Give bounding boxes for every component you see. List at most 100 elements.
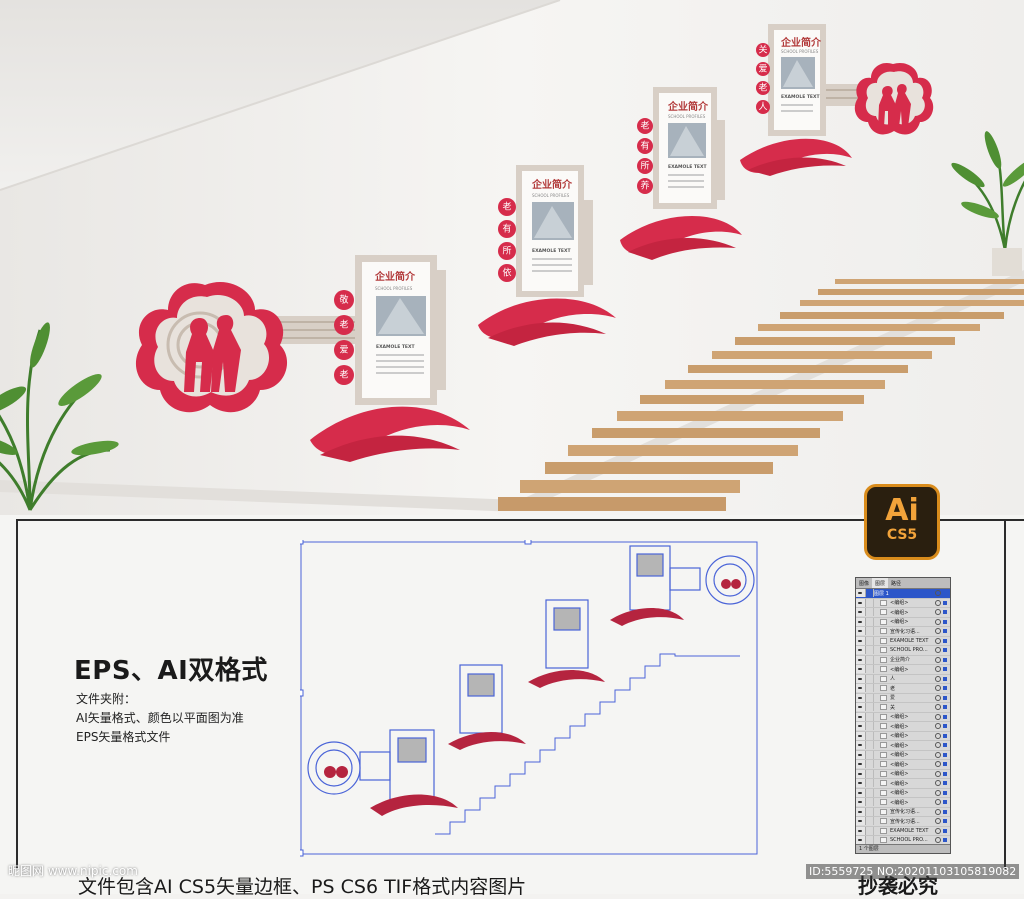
eye-icon[interactable] xyxy=(856,608,866,617)
target-icon[interactable] xyxy=(935,751,941,758)
eye-icon[interactable] xyxy=(856,836,866,845)
eye-icon[interactable] xyxy=(856,617,866,626)
layer-thumbnail xyxy=(880,742,887,749)
tab-paths[interactable]: 路径 xyxy=(891,581,902,587)
bottom-caption: 文件包含AI CS5矢量边框、PS CS6 TIF格式内容图片 xyxy=(78,876,527,898)
target-icon[interactable] xyxy=(935,647,941,654)
eye-icon[interactable] xyxy=(856,731,866,740)
layer-row[interactable]: 宣传化习语... xyxy=(856,817,950,827)
target-icon[interactable] xyxy=(935,637,941,644)
panel-3-plaque-3: 所 xyxy=(640,161,649,172)
target-icon[interactable] xyxy=(935,609,941,616)
target-icon[interactable] xyxy=(935,742,941,749)
eye-icon[interactable] xyxy=(856,627,866,636)
layer-row[interactable]: <编组> xyxy=(856,788,950,798)
target-icon[interactable] xyxy=(935,704,941,711)
target-icon[interactable] xyxy=(935,789,941,796)
layer-row[interactable]: <编组> xyxy=(856,712,950,722)
eye-icon[interactable] xyxy=(856,798,866,807)
info-line-3: EPS矢量格式文件 xyxy=(76,730,171,744)
layer-row[interactable]: 企业简介 xyxy=(856,655,950,665)
layer-thumbnail xyxy=(880,837,887,844)
eye-icon[interactable] xyxy=(856,655,866,664)
target-icon[interactable] xyxy=(935,628,941,635)
target-icon[interactable] xyxy=(935,694,941,701)
eye-icon[interactable] xyxy=(856,826,866,835)
layer-row[interactable]: <编组> xyxy=(856,798,950,808)
layer-row[interactable]: EXAMOLE TEXT xyxy=(856,636,950,646)
target-icon[interactable] xyxy=(935,713,941,720)
target-icon[interactable] xyxy=(935,599,941,606)
target-icon[interactable] xyxy=(935,761,941,768)
target-icon[interactable] xyxy=(935,732,941,739)
tab-layers[interactable]: 图层 xyxy=(872,578,889,588)
layer-row[interactable]: SCHOOL PRO... xyxy=(856,646,950,656)
target-icon[interactable] xyxy=(935,780,941,787)
target-icon[interactable] xyxy=(935,618,941,625)
eye-icon[interactable] xyxy=(856,750,866,759)
info-line-2: AI矢量格式、颜色以平面图为准 xyxy=(76,711,244,725)
layer-row[interactable]: 人 xyxy=(856,674,950,684)
eye-icon[interactable] xyxy=(856,646,866,655)
layer-row[interactable]: 爱 xyxy=(856,693,950,703)
target-icon[interactable] xyxy=(935,723,941,730)
layer-row[interactable]: <编组> xyxy=(856,608,950,618)
target-icon[interactable] xyxy=(935,799,941,806)
target-icon[interactable] xyxy=(935,827,941,834)
panel-4-plaque-1: 关 xyxy=(758,44,767,56)
eye-icon[interactable] xyxy=(856,817,866,826)
eye-icon[interactable] xyxy=(856,741,866,750)
layer-row[interactable]: <编组> xyxy=(856,731,950,741)
target-icon[interactable] xyxy=(935,837,941,844)
eye-icon[interactable] xyxy=(856,807,866,816)
eye-icon[interactable] xyxy=(856,665,866,674)
layer-row[interactable]: <编组> xyxy=(856,722,950,732)
target-icon[interactable] xyxy=(935,590,941,597)
eye-icon[interactable] xyxy=(856,722,866,731)
layer-row-top[interactable]: 图层 1 xyxy=(856,589,950,599)
panel-1-subtitle: SCHOOL PROFILES xyxy=(375,286,413,291)
layer-row[interactable]: EXAMOLE TEXT xyxy=(856,826,950,836)
target-icon[interactable] xyxy=(935,685,941,692)
layer-row[interactable]: <编组> xyxy=(856,750,950,760)
layer-row[interactable]: 老 xyxy=(856,684,950,694)
layer-row[interactable]: <编组> xyxy=(856,617,950,627)
eye-icon[interactable] xyxy=(856,703,866,712)
target-icon[interactable] xyxy=(935,656,941,663)
layer-label: 老 xyxy=(890,685,896,692)
layer-label: <编组> xyxy=(890,771,909,778)
eye-icon[interactable] xyxy=(856,589,866,598)
layers-panel[interactable]: 图像 图层 路径 图层 1 <编组><编组><编组>宣传化习语...EXAMOL… xyxy=(855,577,951,854)
eye-icon[interactable] xyxy=(856,760,866,769)
layer-thumbnail xyxy=(880,666,887,673)
layer-thumbnail xyxy=(880,599,887,606)
layer-label: 宣传化习语... xyxy=(890,809,920,816)
layer-row[interactable]: 关 xyxy=(856,703,950,713)
layer-row[interactable]: 宣传化习语... xyxy=(856,807,950,817)
eye-icon[interactable] xyxy=(856,769,866,778)
eye-icon[interactable] xyxy=(856,788,866,797)
eye-icon[interactable] xyxy=(856,674,866,683)
eye-icon[interactable] xyxy=(856,693,866,702)
target-icon[interactable] xyxy=(935,675,941,682)
layer-row[interactable]: <编组> xyxy=(856,779,950,789)
eye-icon[interactable] xyxy=(856,779,866,788)
target-icon[interactable] xyxy=(935,818,941,825)
layer-row[interactable]: <编组> xyxy=(856,741,950,751)
target-icon[interactable] xyxy=(935,808,941,815)
eye-icon[interactable] xyxy=(856,684,866,693)
layer-row[interactable]: 宣传化习语... xyxy=(856,627,950,637)
layer-row[interactable]: <编组> xyxy=(856,760,950,770)
layer-row[interactable]: <编组> xyxy=(856,665,950,675)
layer-row[interactable]: <编组> xyxy=(856,598,950,608)
frame-left xyxy=(16,519,18,869)
layer-label: <编组> xyxy=(890,619,909,626)
eye-icon[interactable] xyxy=(856,598,866,607)
eye-icon[interactable] xyxy=(856,636,866,645)
tab-image[interactable]: 图像 xyxy=(859,581,870,587)
layer-row[interactable]: <编组> xyxy=(856,769,950,779)
target-icon[interactable] xyxy=(935,666,941,673)
eye-icon[interactable] xyxy=(856,712,866,721)
panel-1-plaque-4: 老 xyxy=(339,369,348,381)
target-icon[interactable] xyxy=(935,770,941,777)
